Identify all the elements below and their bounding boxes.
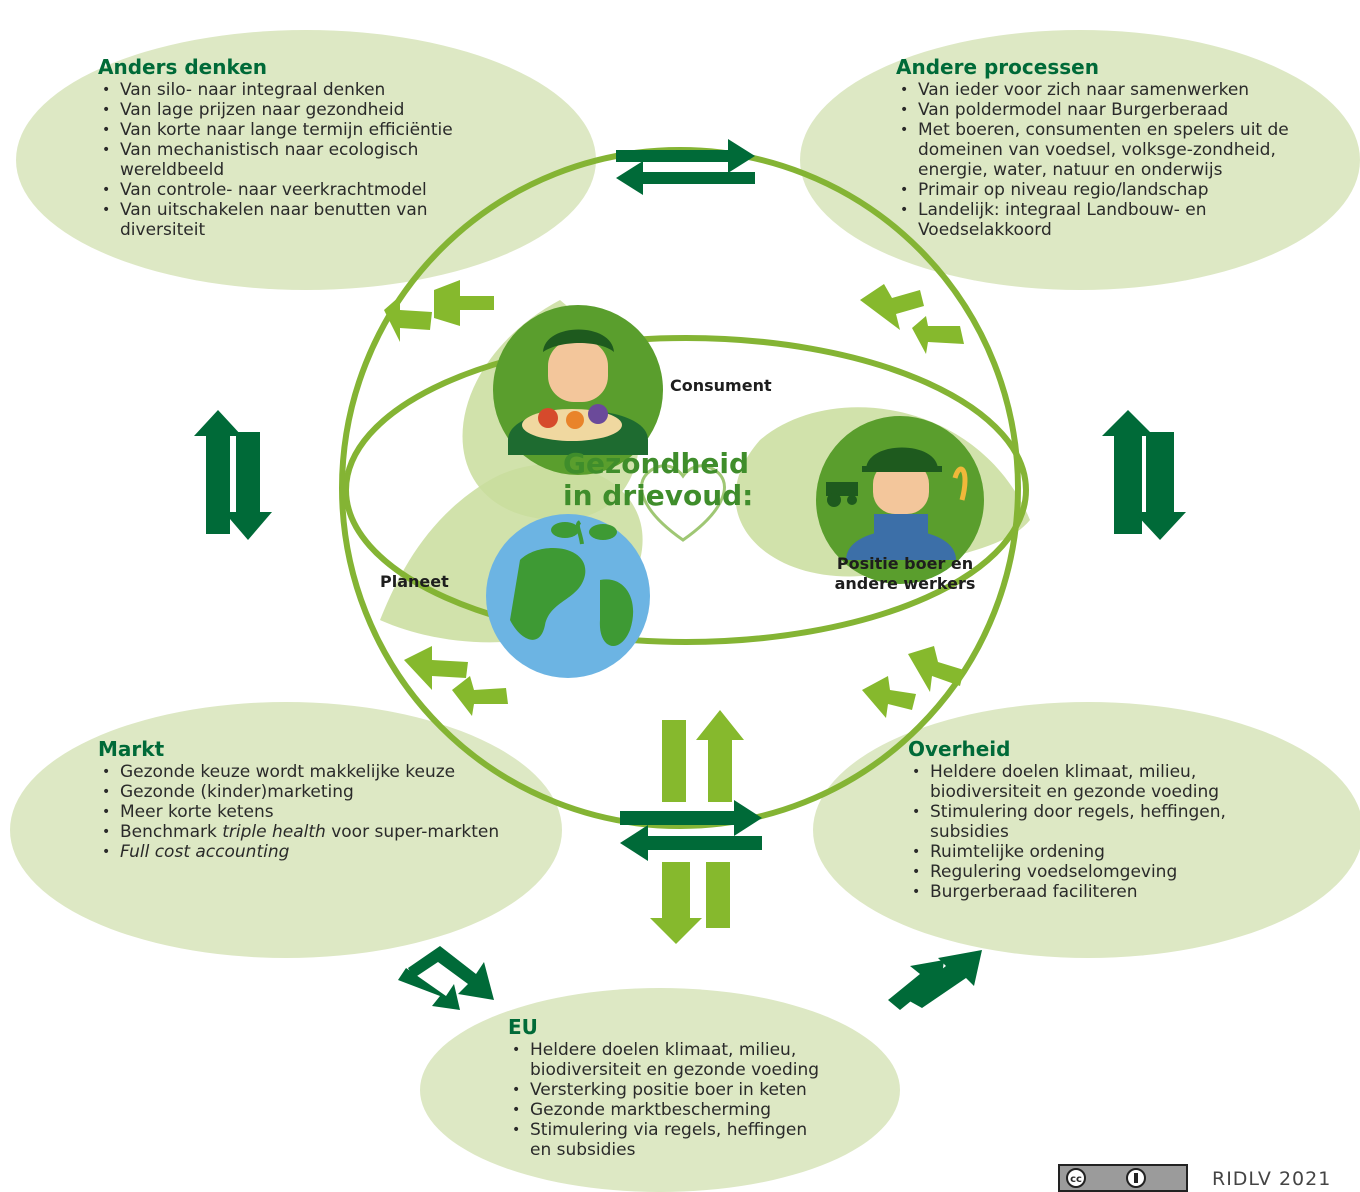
- list-item: Van controle- naar veerkrachtmodel: [98, 180, 548, 200]
- list-item: Van mechanistisch naar ecologisch wereld…: [98, 140, 500, 180]
- center-title-line: Gezondheid: [563, 447, 750, 480]
- consumer-icon: [493, 305, 663, 475]
- globe-icon: [486, 514, 650, 678]
- box-overheid: Overheid Heldere doelen klimaat, milieu,…: [908, 738, 1328, 902]
- list-item: Benchmark triple health voor super-markt…: [98, 822, 500, 842]
- cc-by-icon: cc: [1058, 1164, 1188, 1192]
- center-title: Gezondheid in drievoud:: [563, 448, 823, 512]
- list-item: Meer korte ketens: [98, 802, 518, 822]
- list-item: Met boeren, consumenten en spelers uit d…: [896, 120, 1318, 180]
- box-markt: Markt Gezonde keuze wordt makkelijke keu…: [98, 738, 518, 862]
- arrow-diag-eu-left: [398, 946, 494, 1010]
- box-andere-processen: Andere processen Van ieder voor zich naa…: [896, 56, 1336, 240]
- list-item: Gezonde keuze wordt makkelijke keuze: [98, 762, 480, 782]
- list-item: Heldere doelen klimaat, milieu, biodiver…: [908, 762, 1300, 802]
- box-title: Markt: [98, 737, 165, 761]
- list-text-italic: triple health: [222, 822, 326, 842]
- consumer-label: Consument: [670, 376, 772, 395]
- center-ring-ellipse: [343, 335, 1029, 645]
- bullet-list: Heldere doelen klimaat, milieu, biodiver…: [908, 762, 1328, 902]
- bullet-list: Van silo- naar integraal denken Van lage…: [98, 80, 548, 240]
- list-item: Primair op niveau regio/landschap: [896, 180, 1336, 200]
- list-item: Van korte naar lange termijn efficiëntie: [98, 120, 548, 140]
- farmer-icon: [816, 416, 984, 584]
- box-title: Anders denken: [98, 55, 268, 79]
- farmer-label-line: andere werkers: [834, 574, 976, 593]
- arrow-left-vertical: [194, 410, 272, 540]
- list-text: Benchmark: [120, 822, 223, 842]
- list-item: Landelijk: integraal Landbouw- en Voedse…: [896, 200, 1288, 240]
- arrow-diag-eu-right: [888, 950, 982, 1010]
- planet-label: Planeet: [380, 572, 449, 591]
- bullet-list: Gezonde keuze wordt makkelijke keuze Gez…: [98, 762, 518, 862]
- arrow-right-vertical: [1102, 410, 1186, 540]
- list-text-italic: Full cost accounting: [120, 842, 290, 862]
- list-item: Van ieder voor zich naar samenwerken: [896, 80, 1336, 100]
- list-text: voor super-markten: [325, 822, 500, 842]
- center-title-line: in drievoud:: [563, 479, 754, 512]
- bullet-list: Heldere doelen klimaat, milieu, biodiver…: [508, 1040, 908, 1160]
- list-item: Van lage prijzen naar gezondheid: [98, 100, 548, 120]
- list-item: Gezonde (kinder)marketing: [98, 782, 518, 802]
- list-item: Full cost accounting: [98, 842, 518, 862]
- list-item: Stimulering door regels, heffingen, subs…: [908, 802, 1310, 842]
- list-item: Regulering voedselomgeving: [908, 862, 1328, 882]
- list-item: Gezonde marktbescherming: [508, 1100, 908, 1120]
- arrow-bottom-horizontal: [620, 800, 762, 861]
- list-item: Ruimtelijke ordening: [908, 842, 1328, 862]
- by-icon: [1126, 1168, 1146, 1188]
- box-anders-denken: Anders denken Van silo- naar integraal d…: [98, 56, 548, 240]
- list-item: Van silo- naar integraal denken: [98, 80, 548, 100]
- list-item: Van poldermodel naar Burgerberaad: [896, 100, 1336, 120]
- box-title: Overheid: [908, 737, 1011, 761]
- farmer-label-line: Positie boer en: [836, 554, 974, 573]
- arrow-diag-bottom-right: [862, 646, 964, 718]
- arrow-diag-top-right: [860, 284, 964, 354]
- farmer-label: Positie boer en andere werkers: [800, 554, 1010, 594]
- bullet-list: Van ieder voor zich naar samenwerken Van…: [896, 80, 1336, 240]
- cc-icon: cc: [1066, 1168, 1086, 1188]
- heart-icon: [640, 464, 726, 542]
- box-title: EU: [508, 1015, 538, 1039]
- list-item: Van uitschakelen naar benutten van diver…: [98, 200, 510, 240]
- arrow-top-horizontal: [616, 139, 755, 195]
- list-item: Stimulering via regels, heffingen en sub…: [508, 1120, 810, 1160]
- arrow-center-vertical: [650, 710, 744, 944]
- list-item: Heldere doelen klimaat, milieu, biodiver…: [508, 1040, 900, 1080]
- list-item: Versterking positie boer in keten: [508, 1080, 908, 1100]
- box-eu: EU Heldere doelen klimaat, milieu, biodi…: [508, 1016, 908, 1160]
- arrow-diag-bottom-left: [404, 646, 508, 716]
- list-item: Burgerberaad faciliteren: [908, 882, 1328, 902]
- arrow-diag-top-left: [384, 280, 494, 342]
- credit-text: RIDLV 2021: [1212, 1168, 1332, 1190]
- box-title: Andere processen: [896, 55, 1099, 79]
